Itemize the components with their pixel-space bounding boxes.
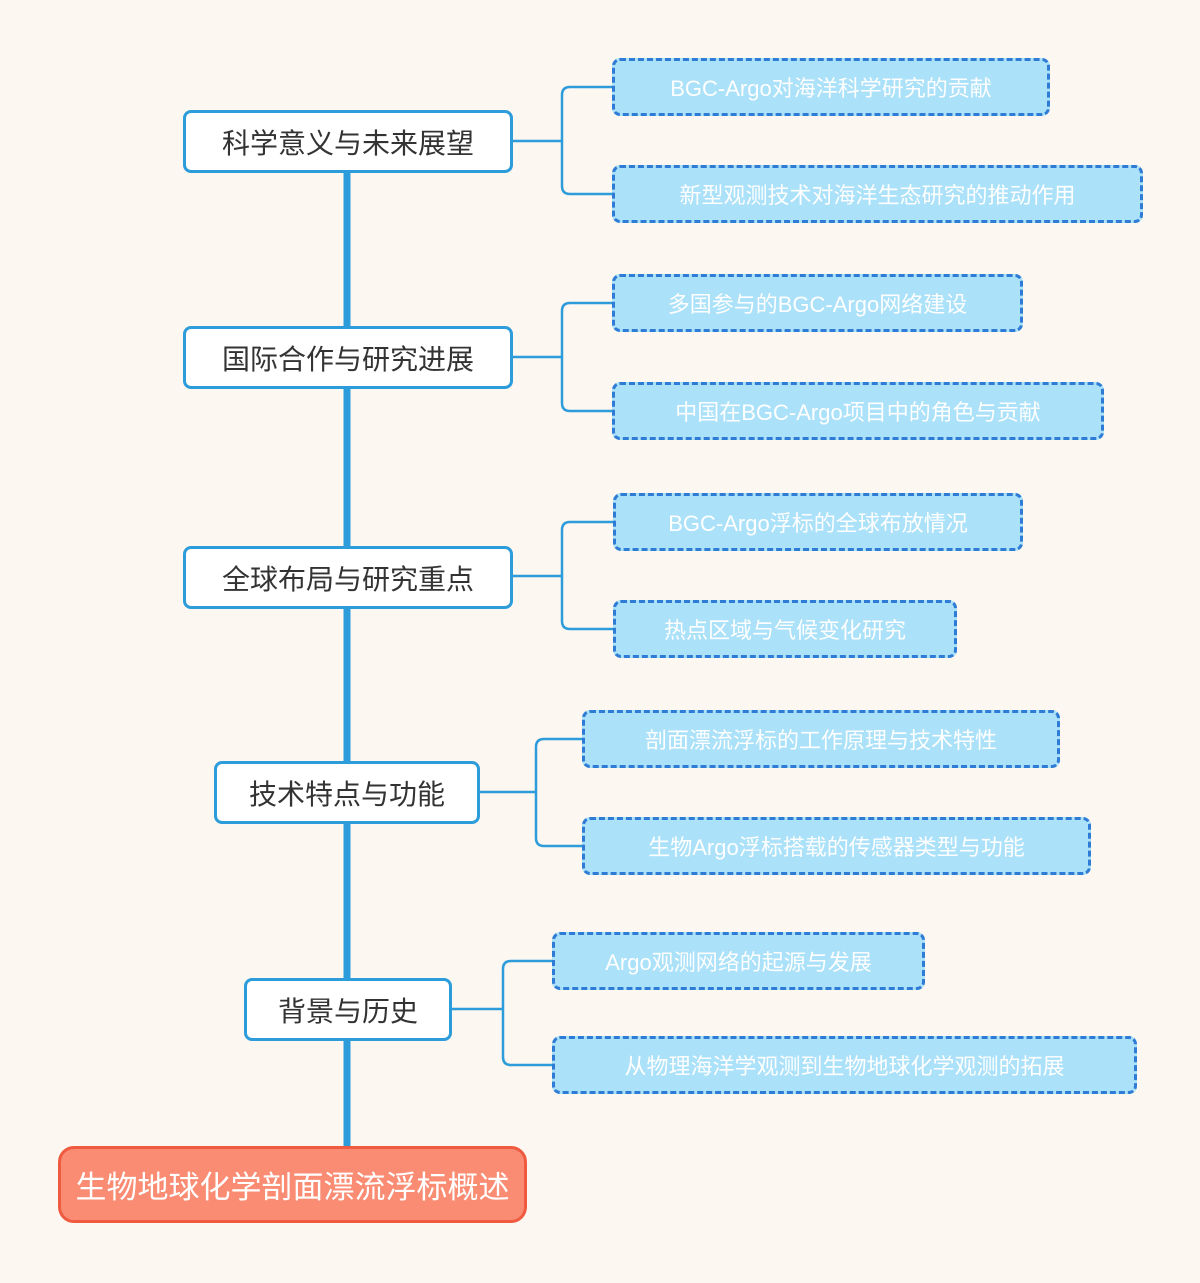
root-node[interactable]: 生物地球化学剖面漂流浮标概述 [58, 1146, 527, 1223]
branch4-bracket-line [534, 737, 582, 848]
child-label: 热点区域与气候变化研究 [663, 618, 906, 643]
branch2-bracket-line [560, 301, 612, 413]
child-label: 中国在BGC-Argo项目中的角色与贡献 [675, 400, 1041, 425]
child-label: 剖面漂流浮标的工作原理与技术特性 [644, 728, 997, 753]
branch5-bracket-line [501, 959, 552, 1067]
branch-label: 技术特点与功能 [248, 778, 445, 810]
child-node-sensor-types[interactable]: 生物Argo浮标搭载的传感器类型与功能 [582, 817, 1091, 875]
branch-label: 全球布局与研究重点 [221, 563, 474, 595]
child-label: Argo观测网络的起源与发展 [605, 950, 872, 975]
child-node-argo-origin[interactable]: Argo观测网络的起源与发展 [552, 932, 925, 990]
branch-label: 国际合作与研究进展 [221, 343, 474, 375]
branch-node-international-cooperation[interactable]: 国际合作与研究进展 [183, 326, 513, 389]
branch-label: 背景与历史 [277, 995, 418, 1027]
branch-node-global-layout[interactable]: 全球布局与研究重点 [183, 546, 513, 609]
child-label: 从物理海洋学观测到生物地球化学观测的拓展 [624, 1054, 1065, 1079]
child-node-global-deployment[interactable]: BGC-Argo浮标的全球布放情况 [613, 493, 1023, 551]
branch1-bracket-line [560, 85, 612, 196]
child-label: 新型观测技术对海洋生态研究的推动作用 [679, 183, 1076, 208]
child-label: BGC-Argo浮标的全球布放情况 [668, 511, 968, 536]
child-label: 生物Argo浮标搭载的传感器类型与功能 [648, 835, 1025, 860]
branch-node-background-history[interactable]: 背景与历史 [244, 978, 452, 1041]
branch-label: 科学意义与未来展望 [221, 127, 474, 159]
child-node-new-observation-tech[interactable]: 新型观测技术对海洋生态研究的推动作用 [612, 165, 1143, 223]
branch-node-science-significance[interactable]: 科学意义与未来展望 [183, 110, 513, 173]
child-label: 多国参与的BGC-Argo网络建设 [667, 292, 968, 317]
child-node-physical-to-biogeochemical[interactable]: 从物理海洋学观测到生物地球化学观测的拓展 [552, 1036, 1137, 1094]
branch3-bracket-line [560, 520, 613, 631]
child-node-multinational-network[interactable]: 多国参与的BGC-Argo网络建设 [612, 274, 1023, 332]
branch-node-technical-features[interactable]: 技术特点与功能 [214, 761, 480, 824]
child-node-hotspot-climate[interactable]: 热点区域与气候变化研究 [613, 600, 957, 658]
child-node-float-working-principle[interactable]: 剖面漂流浮标的工作原理与技术特性 [582, 710, 1060, 768]
child-node-china-role[interactable]: 中国在BGC-Argo项目中的角色与贡献 [612, 382, 1104, 440]
child-label: BGC-Argo对海洋科学研究的贡献 [670, 76, 992, 101]
root-label: 生物地球化学剖面漂流浮标概述 [75, 1170, 510, 1205]
child-node-bgc-argo-contribution[interactable]: BGC-Argo对海洋科学研究的贡献 [612, 58, 1050, 116]
